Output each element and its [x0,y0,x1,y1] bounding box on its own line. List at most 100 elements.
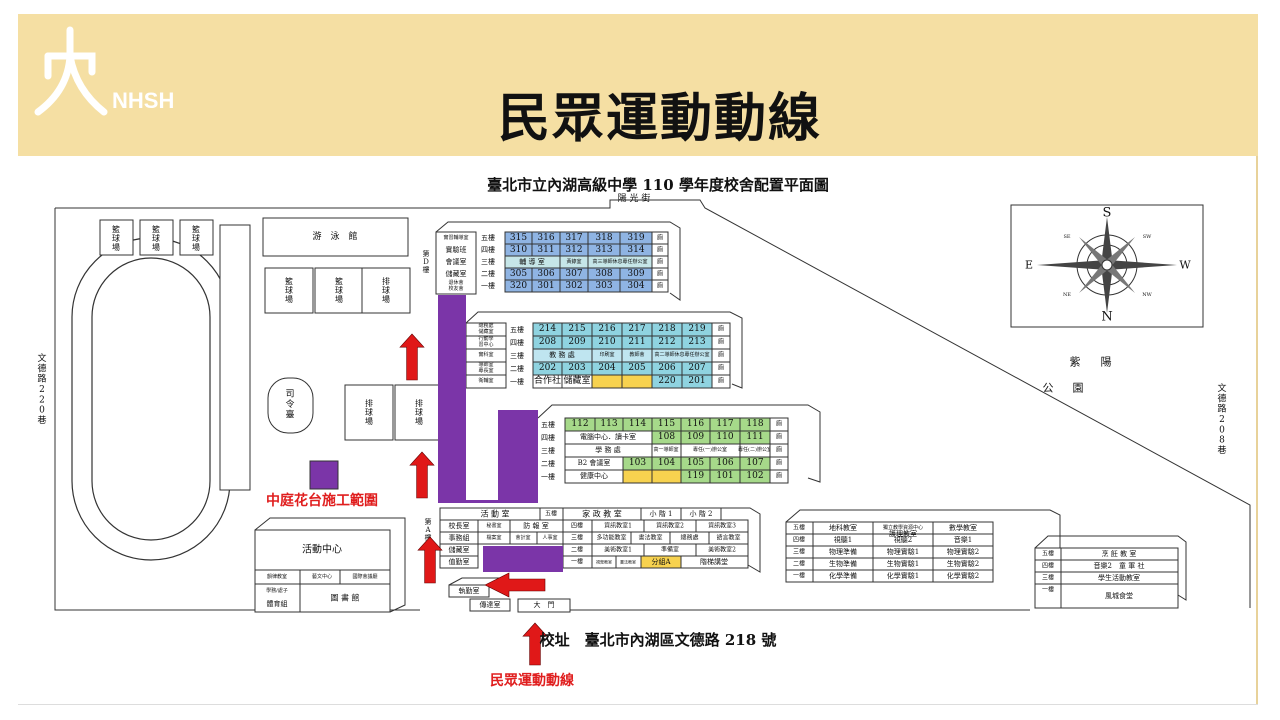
building-c-room [711,374,731,389]
reception-room [469,598,511,612]
building-e-room-label: 生物實驗1 [887,559,919,568]
basketball-court [99,219,134,256]
compass-se: SE [1063,234,1070,240]
building-d-floor: 三樓 [481,257,495,266]
activity-center-label: 活動中心 [302,543,342,556]
slide-right-rule [1256,156,1258,704]
building-c-room-label: 209 [568,337,585,347]
court-label: 籃球場 [285,275,293,303]
building-a-room-label: 值勤室 [449,557,470,566]
building-b-room-label: 廁 [776,420,782,428]
building-a-room-label: 美術教室1 [604,546,632,554]
building-c-floor: 二樓 [510,364,524,373]
building-c-left-label: 衛輔室 [478,377,493,384]
building-b-floor: 一樓 [541,472,555,481]
building-f-room-label: 烹 飪 教 室 [1102,549,1137,558]
court-label: 籃球場 [112,223,120,251]
building-a-room-label: 資訊教室3 [708,522,736,530]
building-b-room-label: 101 [716,471,733,481]
building-b-floor: 五樓 [541,420,555,429]
basketball-court [179,219,214,256]
building-a-room-label: 防 報 室 [523,521,548,530]
building-c-room-label: 廁 [718,338,724,346]
building-b-room-label: 專任(一)辦公室 [693,446,727,453]
building-c-left-label: 行動學習中心 [478,335,493,348]
building-c-floor: 一樓 [510,377,524,386]
building-d-room-label: 306 [537,269,554,279]
court-label: 排球場 [365,397,373,425]
building-a-floor: 三樓 [571,534,583,542]
building-a-room-label: 多功能教室 [596,534,626,542]
building-a-room-label: 會計室 [515,534,530,541]
building-c-room-label: 204 [598,363,615,373]
building-d-room-label: 高三導師休息專任辦公室 [592,258,647,265]
building-b-room-label: 111 [746,432,763,442]
building-a-room-label: 人事室 [542,534,557,541]
library-room-label: 體育組 [267,599,288,608]
building-d-floor: 二樓 [481,269,495,278]
building-d-room-label: 304 [627,281,644,291]
building-b-room-label: 119 [687,471,704,481]
building-d-room-label: 廁 [657,270,663,278]
building-c-room-label: 213 [688,337,705,347]
building-e-room [932,569,994,583]
running-track-inner [91,257,211,541]
building-b-room-label: 109 [687,432,704,442]
street-label-top: 陽 光 街 [618,192,651,204]
building-d-floor: 一樓 [481,281,495,290]
building-d-room-label: 黃錄室 [566,258,581,265]
building-d-room-label: 廁 [657,234,663,242]
building-b-room-label: 108 [658,432,675,442]
building-f-floor: 五樓 [1042,550,1054,558]
building-b-room-label: 103 [629,458,646,468]
court-label: 籃球場 [335,275,343,303]
building-c-room-label: 印刷室 [599,351,614,358]
building-b-room-label: 廁 [776,472,782,480]
volleyball-court [344,384,394,441]
building-b-room-label: 105 [687,458,704,468]
building-b-room-label: 健康中心 [580,471,608,480]
court [264,267,314,314]
building-c-room-label: 214 [539,324,556,334]
building-c-room-label: 211 [628,337,645,347]
building-e-room-label: 化學實驗2 [947,571,979,580]
route-arrow-up [399,333,425,381]
activity-room-label: 藝文中心 [312,573,332,580]
building-d-room-label: 309 [627,269,644,279]
compass-n: N [1101,310,1112,325]
building-a-room-label: 秘書室 [486,522,501,529]
building-a-floor: 二樓 [571,546,583,554]
purple-building-block [438,295,538,503]
building-c-room-label: 教 務 處 [549,350,574,359]
building-c-room-label: 201 [688,376,705,386]
building-d-room-label: 303 [595,281,612,291]
building-e-room-label: 獨立教學資源中心 [883,524,923,531]
building-c-room-label: 206 [658,363,675,373]
building-a-top-label: 小 階 1 [650,509,673,518]
building-a-room-label: 視覺教室 [596,559,612,565]
building-d-room-label: 316 [537,233,554,243]
building-d-room: 儲藏室 [446,269,467,278]
building-c-room-label: 205 [628,363,645,373]
building-b-floor: 四樓 [541,433,555,442]
guard-3d [448,577,500,586]
building-a-floor: 五樓 [545,510,557,518]
building-d-3d [435,221,681,301]
building-d-room-label: 317 [565,233,582,243]
building-b-3d [537,404,821,483]
building-b-floor: 二樓 [541,459,555,468]
building-b-room-label: 106 [716,458,733,468]
building-f-3d [1034,535,1187,601]
building-c-room-label: 合作社 [534,374,561,386]
campus-boundary [55,199,1251,608]
building-d-room-label: 輔 導 室 [519,257,544,266]
activity-center [254,529,391,578]
building-c-room [591,374,623,389]
building-b-room-label: 114 [629,419,646,429]
building-d-room-label: 312 [565,245,582,255]
main-gate [517,598,571,613]
building-b-room-label: 107 [746,458,763,468]
slide-bottom-rule [18,704,1258,705]
building-a-top-label: 活 動 室 [480,509,509,519]
guard-room-label: 執勤室 [459,586,480,595]
